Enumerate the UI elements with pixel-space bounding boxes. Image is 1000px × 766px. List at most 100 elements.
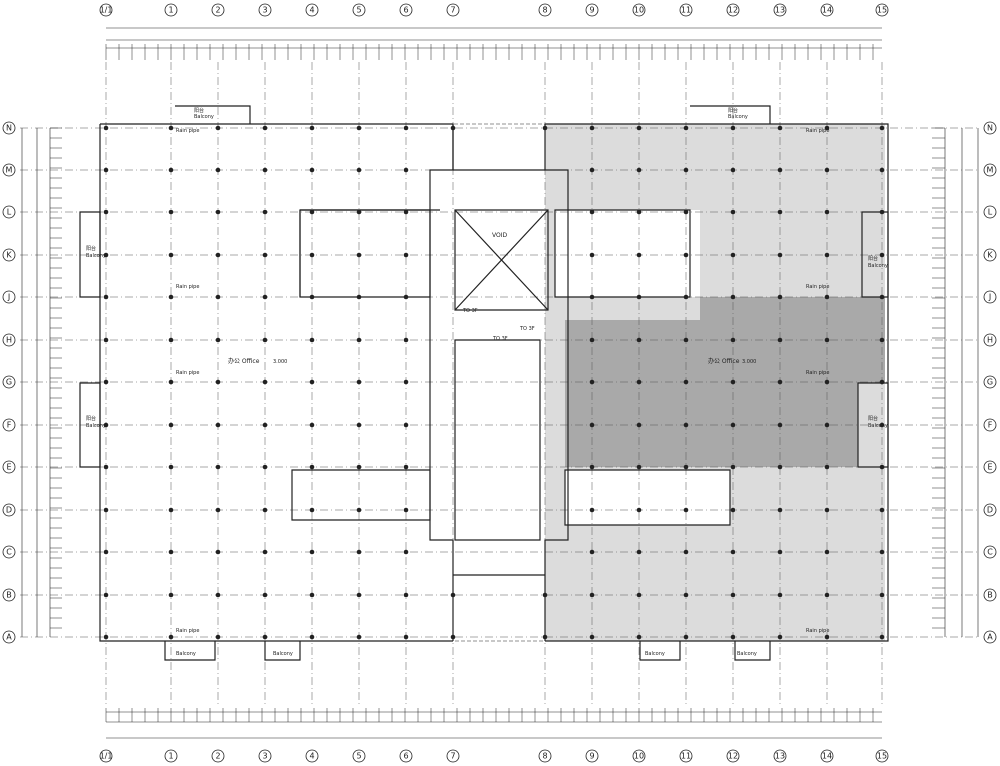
column-dot	[683, 252, 689, 258]
rain-pipe-label: Rain pipe	[176, 628, 199, 634]
column-dot	[309, 252, 315, 258]
column-dot	[636, 592, 642, 598]
column-axis-label-top-bubble	[399, 3, 413, 17]
room-labels: 办公 Office 3.000 办公 Office 3.000 VOID TO …	[86, 107, 888, 657]
column-axis-label-bottom-bubble	[211, 749, 225, 763]
column-dot	[636, 422, 642, 428]
column-dot	[730, 379, 736, 385]
row-axis-label-left: G	[6, 378, 12, 387]
balcony-label: Balcony	[868, 423, 888, 429]
column-axis-label-bottom-bubble	[352, 749, 366, 763]
column-dot	[403, 252, 409, 258]
row-axis-label-left-bubble	[2, 545, 16, 559]
column-dot	[215, 549, 221, 555]
column-dot	[824, 634, 830, 640]
column-dot	[103, 209, 109, 215]
column-dot	[168, 507, 174, 513]
row-axis-label-right-bubble	[983, 163, 997, 177]
balcony-label: Balcony	[645, 651, 665, 657]
office-label-left: 办公 Office	[228, 357, 260, 365]
column-dot	[262, 592, 268, 598]
column-dot	[777, 464, 783, 470]
column-dot	[824, 209, 830, 215]
column-dot	[777, 252, 783, 258]
column-dot	[824, 549, 830, 555]
column-dot	[589, 337, 595, 343]
column-dot	[636, 634, 642, 640]
column-dot	[215, 125, 221, 131]
column-dot	[309, 592, 315, 598]
column-dot	[730, 592, 736, 598]
column-axis-label-top: 11	[681, 6, 691, 15]
column-dot	[168, 125, 174, 131]
balcony-label-cn: 阳台	[86, 415, 96, 422]
column-dot	[309, 549, 315, 555]
column-dot	[683, 634, 689, 640]
balcony-label-cn: 阳台	[868, 255, 878, 262]
column-dot	[356, 209, 362, 215]
column-dot	[730, 252, 736, 258]
column-axis-label-top-bubble	[820, 3, 834, 17]
column-dot	[879, 549, 885, 555]
row-axis-label-left: M	[6, 166, 13, 175]
column-axis-label-bottom-bubble	[538, 749, 552, 763]
column-dot	[879, 337, 885, 343]
column-axis-label-top: 8	[542, 6, 547, 15]
column-dot	[730, 209, 736, 215]
axis-grid	[20, 62, 980, 706]
column-dot	[215, 209, 221, 215]
column-dot	[262, 167, 268, 173]
row-axis-label-right: G	[987, 378, 993, 387]
column-dot	[824, 337, 830, 343]
column-axis-label-bottom: 5	[356, 752, 361, 761]
column-dot	[309, 125, 315, 131]
column-dot	[403, 592, 409, 598]
column-dot	[215, 337, 221, 343]
row-axis-label-left: B	[6, 591, 12, 600]
wall	[554, 209, 691, 298]
column-dot	[824, 592, 830, 598]
column-dot	[309, 209, 315, 215]
balcony-label: Balcony	[86, 423, 106, 429]
column-dot	[262, 337, 268, 343]
row-axis-label-left: J	[7, 293, 10, 302]
balcony-label: Balcony	[273, 651, 293, 657]
column-dot	[879, 592, 885, 598]
column-dot	[309, 337, 315, 343]
rain-pipe-label: Rain pipe	[806, 370, 829, 376]
column-dot	[103, 379, 109, 385]
column-axis-label-top-bubble	[632, 3, 646, 17]
balcony-label-cn: 阳台	[728, 107, 738, 114]
column-axis-label-top: 12	[728, 6, 738, 15]
column-axis-label-bottom: 8	[542, 752, 547, 761]
column-dot	[215, 507, 221, 513]
column-dot	[589, 422, 595, 428]
column-dot	[777, 507, 783, 513]
row-axis-label-right: F	[988, 421, 993, 430]
column-dot	[589, 592, 595, 598]
column-dot	[589, 464, 595, 470]
row-axis-label-right-bubble	[983, 503, 997, 517]
building-outline	[99, 123, 889, 642]
column-dot	[589, 125, 595, 131]
column-axis-label-top: 3	[262, 6, 267, 15]
column-dot	[683, 209, 689, 215]
wall	[452, 124, 569, 297]
column-dot	[777, 379, 783, 385]
column-dot	[356, 592, 362, 598]
wall	[454, 339, 541, 541]
row-axis-label-right-bubble	[983, 333, 997, 347]
column-dot	[309, 507, 315, 513]
column-axis-label-bottom-bubble	[99, 749, 113, 763]
elevation-right: 3.000	[742, 359, 756, 365]
wall	[299, 209, 431, 297]
row-axis-label-left-bubble	[2, 503, 16, 517]
column-axis-label-bottom-bubble	[726, 749, 740, 763]
to3f-label-1: TO 3F	[462, 308, 478, 314]
column-dot	[103, 294, 109, 300]
row-axis-label-left-bubble	[2, 205, 16, 219]
column-axis-label-top-bubble	[726, 3, 740, 17]
column-axis-label-top: 2	[215, 6, 220, 15]
column-dot	[730, 422, 736, 428]
column-dot	[356, 549, 362, 555]
